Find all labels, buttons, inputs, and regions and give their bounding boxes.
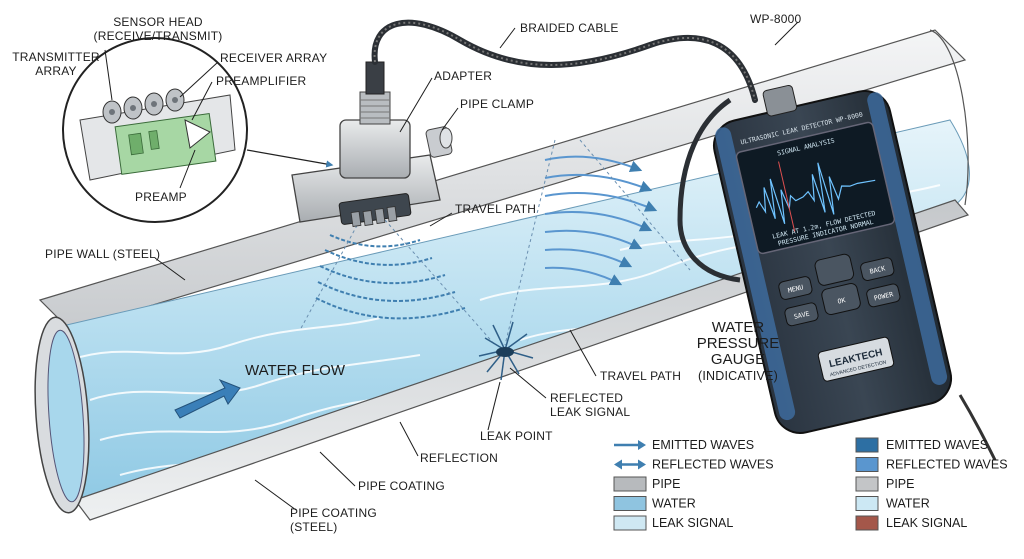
preamplifier-label: PREAMPLIFIER xyxy=(216,74,307,88)
legend-left-item: REFLECTED WAVES xyxy=(614,458,774,472)
travel-path-lines xyxy=(299,139,691,346)
handheld-device[interactable]: ULTRASONIC LEAK DETECTOR WP-8000 SIGNAL … xyxy=(704,64,956,438)
reflection-label: REFLECTION xyxy=(420,451,498,465)
gauge-label-4: (INDICATIVE) xyxy=(698,369,778,383)
legend-right-item: EMITTED WAVES xyxy=(855,437,988,453)
legend-right-label: PIPE xyxy=(886,477,915,491)
preamp-label: PREAMP xyxy=(135,190,187,204)
sensor-head-sublabel: (RECEIVE/TRANSMIT) xyxy=(94,29,223,43)
legend-swatch xyxy=(613,476,647,492)
legend-color-swatch xyxy=(855,457,879,472)
dpad-up-button[interactable] xyxy=(814,253,855,286)
braided-cable-label: BRAIDED CABLE xyxy=(520,21,619,35)
legend-color-swatch xyxy=(855,515,879,531)
ok-button[interactable] xyxy=(821,282,862,316)
legend-color-swatch xyxy=(855,476,879,492)
device-cable xyxy=(677,97,741,283)
gauge-label-1: WATER xyxy=(712,319,765,336)
adapter xyxy=(339,61,411,179)
save-button[interactable] xyxy=(784,302,819,327)
legend-right-label: WATER xyxy=(886,497,930,511)
legend-right-label: EMITTED WAVES xyxy=(886,438,988,452)
water-flow-arrow-icon xyxy=(174,378,241,419)
travel-path-bottom-label: TRAVEL PATH xyxy=(600,369,681,383)
travel-path-top-label: TRAVEL PATH xyxy=(455,202,536,216)
back-label: BACK xyxy=(869,264,886,275)
legend-left-item: EMITTED WAVES xyxy=(614,438,754,452)
save-label: SAVE xyxy=(793,310,810,321)
legend-swatch xyxy=(613,515,647,531)
pipe-coating-steel-sublabel: (STEEL) xyxy=(290,520,337,534)
emitted-waves xyxy=(315,234,466,320)
legend-right-item: PIPE xyxy=(855,476,915,492)
legend-right-item: REFLECTED WAVES xyxy=(855,457,1008,472)
legend-left-item: PIPE xyxy=(613,476,681,492)
menu-label: MENU xyxy=(787,283,804,294)
sensor-head-inset xyxy=(62,37,334,223)
legend-left-label: PIPE xyxy=(652,477,681,491)
legend-right-label: REFLECTED WAVES xyxy=(886,458,1008,472)
back-button[interactable] xyxy=(860,257,895,282)
braided-cable xyxy=(371,19,758,103)
pipe-end-water xyxy=(47,329,85,503)
gauge-label-2: PRESSURE xyxy=(697,335,780,352)
pipe-clamp-label: PIPE CLAMP xyxy=(460,97,534,111)
water-flow-label: WATER FLOW xyxy=(245,362,346,379)
legend-left-label: WATER xyxy=(652,497,696,511)
menu-button[interactable] xyxy=(778,276,813,301)
screen-waveform xyxy=(755,162,876,224)
legend-left-item: WATER xyxy=(613,496,696,511)
reflected-waves xyxy=(544,155,658,286)
legend-right: EMITTED WAVES REFLECTED WAVES PIPE WATER LEA… xyxy=(855,437,1008,531)
transmitter-label: TRANSMITTER xyxy=(12,50,100,64)
leak-point-label: LEAK POINT xyxy=(480,429,553,443)
sensor-head-label: SENSOR HEAD xyxy=(113,15,203,29)
screen-marker xyxy=(778,161,796,232)
legend-swatch xyxy=(613,496,647,511)
pipe-coating-label: PIPE COATING xyxy=(358,479,445,493)
leak-signal-label: LEAK SIGNAL xyxy=(550,405,630,419)
brand-plate xyxy=(817,336,895,382)
device-connector xyxy=(762,84,798,117)
ok-label: OK xyxy=(837,296,847,306)
leak-point xyxy=(496,347,514,357)
callout-labels: SENSOR HEAD (RECEIVE/TRANSMIT) TRANSMITT… xyxy=(12,12,801,534)
device-screen xyxy=(735,121,896,255)
legend-right-item: LEAK SIGNAL xyxy=(855,515,967,531)
adapter-label: ADAPTER xyxy=(434,69,492,83)
legend-left-item: LEAK SIGNAL xyxy=(613,515,733,531)
leader-lines xyxy=(104,21,799,511)
legend-color-swatch xyxy=(855,437,879,453)
pipe-wall-label: PIPE WALL (STEEL) xyxy=(45,247,160,261)
legend-right-item: WATER xyxy=(855,496,930,511)
legend-left: EMITTED WAVES REFLECTED WAVES PIPE WATER LEA… xyxy=(613,438,774,531)
receiver-array-label: RECEIVER ARRAY xyxy=(220,51,327,65)
gauge-label-3: GAUGE xyxy=(711,351,765,368)
transmitter-sublabel: ARRAY xyxy=(35,64,76,78)
legend-left-label: REFLECTED WAVES xyxy=(652,458,774,472)
reflected-label: REFLECTED xyxy=(550,391,623,405)
legend-right-label: LEAK SIGNAL xyxy=(886,516,967,530)
legend-left-label: EMITTED WAVES xyxy=(652,438,754,452)
power-button[interactable] xyxy=(866,283,901,308)
wrist-strap xyxy=(958,394,997,461)
pipe-coating-steel-label: PIPE COATING xyxy=(290,506,377,520)
device-model-label: WP-8000 xyxy=(750,12,802,26)
legend-color-swatch xyxy=(855,496,879,511)
legend-left-label: LEAK SIGNAL xyxy=(652,516,733,530)
